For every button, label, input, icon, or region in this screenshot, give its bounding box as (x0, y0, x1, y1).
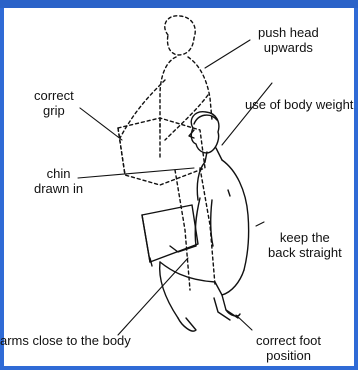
label-push-head: push head upwards (258, 25, 319, 55)
label-correct-grip: correct grip (34, 88, 74, 118)
ghost-standing-figure (118, 16, 215, 290)
label-back-straight: keep the back straight (268, 230, 342, 260)
label-chin: chin drawn in (34, 166, 83, 196)
label-arms-text: arms close to the body (0, 333, 131, 348)
label-foot-position: correct foot position (256, 333, 321, 363)
label-correct-grip-line1: correct (34, 88, 74, 103)
label-arms: arms close to the body (0, 333, 131, 348)
crouching-figure (142, 112, 249, 331)
label-chin-line1: chin (34, 166, 83, 181)
label-push-head-line1: push head (258, 25, 319, 40)
label-back-line2: back straight (268, 245, 342, 260)
label-foot-line1: correct foot (256, 333, 321, 348)
label-body-weight: use of body weight (245, 97, 353, 112)
label-push-head-line2: upwards (258, 40, 319, 55)
label-correct-grip-line2: grip (34, 103, 74, 118)
label-chin-line2: drawn in (34, 181, 83, 196)
pointer-lines (78, 40, 272, 335)
label-back-line1: keep the (268, 230, 342, 245)
label-foot-line2: position (256, 348, 321, 363)
label-body-weight-text: use of body weight (245, 97, 353, 112)
